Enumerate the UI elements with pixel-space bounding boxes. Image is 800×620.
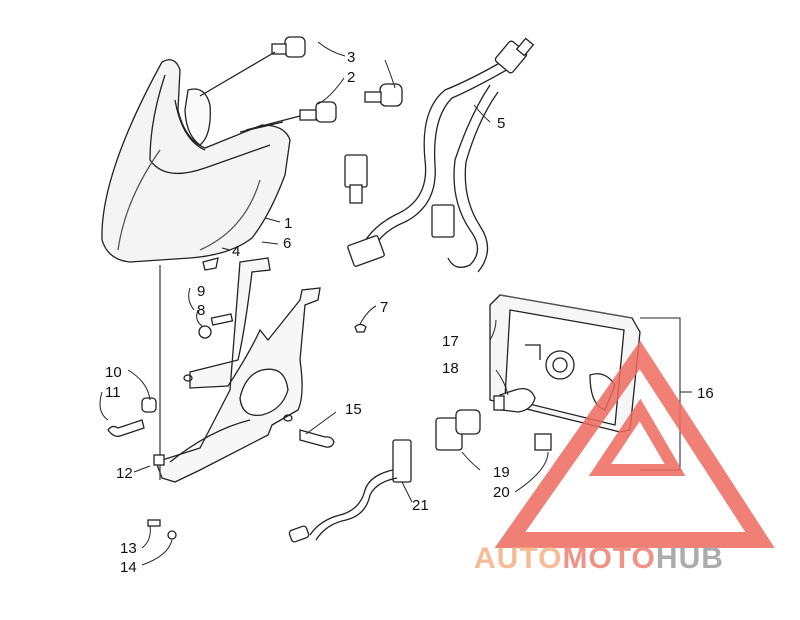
headlight-housing-icon <box>101 59 291 263</box>
callout-20: 20 <box>493 484 510 501</box>
callout-3: 3 <box>347 49 355 66</box>
watermark-part2: MOTO <box>562 542 655 575</box>
socket-icon <box>435 387 552 451</box>
callout-11: 11 <box>105 384 121 401</box>
bulb-icon <box>199 36 403 131</box>
callout-14: 14 <box>120 559 137 576</box>
callout-10: 10 <box>105 364 122 381</box>
watermark-part3: HUB <box>656 542 724 575</box>
callout-1: 1 <box>284 215 292 232</box>
callout-19: 19 <box>493 464 510 481</box>
watermark: AUTOMOTOHUB <box>474 340 775 575</box>
callout-4: 4 <box>232 243 240 260</box>
callout-2: 2 <box>347 69 355 86</box>
callout-8: 8 <box>197 302 205 319</box>
screw-icon <box>107 257 367 540</box>
callout-17: 17 <box>442 333 459 350</box>
watermark-part1: AUTO <box>474 542 562 575</box>
callout-6: 6 <box>283 235 291 252</box>
watermark-triangle-icon <box>494 340 775 548</box>
callout-7: 7 <box>380 299 388 316</box>
wire-harness-icon <box>344 37 535 273</box>
bracket-icon <box>155 257 321 483</box>
callout-13: 13 <box>120 540 137 557</box>
callout-12: 12 <box>116 465 133 482</box>
callout-15: 15 <box>345 401 362 418</box>
callout-9: 9 <box>197 283 205 300</box>
callout-18: 18 <box>442 360 459 377</box>
callout-16: 16 <box>697 385 714 402</box>
callout-21: 21 <box>412 497 429 514</box>
connector-icon <box>288 439 412 543</box>
svg-text:AUTOMOTOHUB: AUTOMOTOHUB <box>474 542 724 575</box>
callout-5: 5 <box>497 115 505 132</box>
callout-labels: 3 2 5 1 4 6 9 8 7 10 11 15 12 13 14 17 1… <box>105 49 714 576</box>
